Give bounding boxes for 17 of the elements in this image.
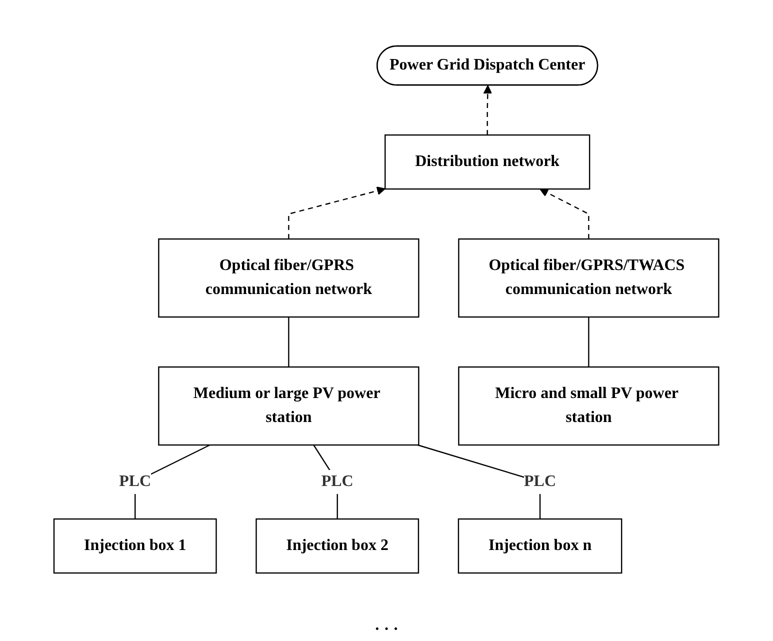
- arrow: [540, 188, 590, 239]
- edge-label: PLC: [119, 473, 152, 490]
- ellipsis-note: · · ·: [374, 621, 398, 638]
- connector: [288, 317, 290, 367]
- node-box: Injection box 1: [54, 518, 217, 574]
- edge-label: PLC: [524, 473, 556, 490]
- node-box: Optical fiber/GPRS/TWACS communication network: [458, 238, 720, 318]
- node-box: Medium or large PV power station: [158, 366, 420, 446]
- arrow: [288, 186, 386, 239]
- connector: [588, 317, 590, 367]
- edge-label: PLC: [322, 473, 354, 490]
- node-box: Micro and small PV power station: [458, 366, 720, 446]
- node-box: Injection box n: [458, 518, 622, 574]
- arrow: [483, 85, 492, 135]
- node-box: Optical fiber/GPRS communication network: [158, 238, 420, 318]
- node-box: Injection box 2: [256, 518, 420, 574]
- node-box: Distribution network: [384, 134, 590, 190]
